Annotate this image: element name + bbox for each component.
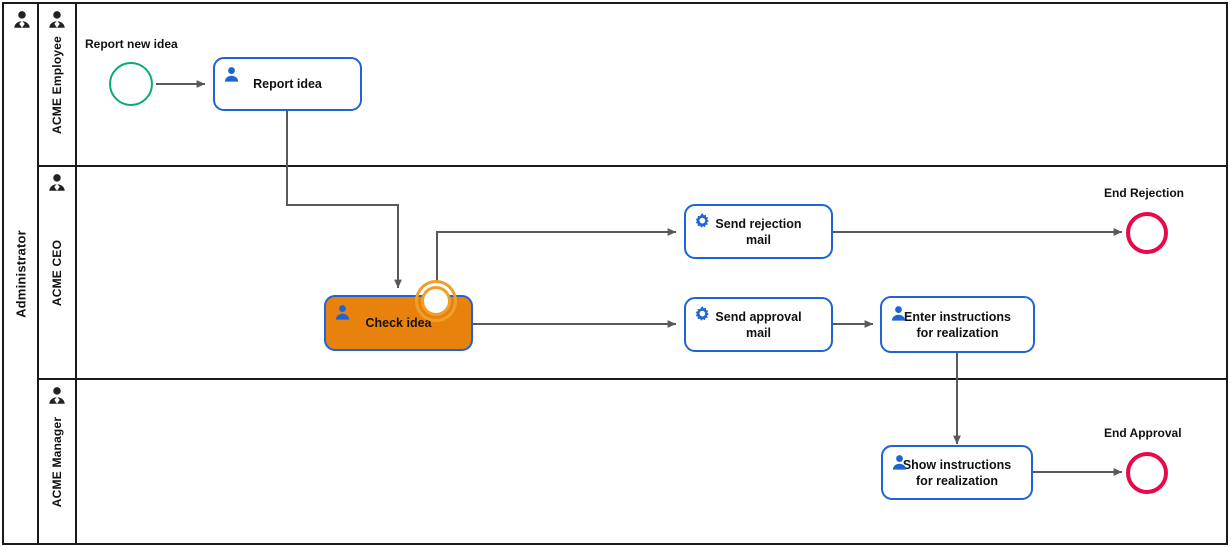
lane-acme-ceo[interactable]: ACME CEO <box>39 167 1226 380</box>
task-label-report-idea: Report idea <box>253 77 322 91</box>
participant-icon <box>49 387 65 404</box>
lane-header-acme-ceo[interactable]: ACME CEO <box>39 167 77 378</box>
end-event-end-approval[interactable] <box>1126 452 1168 494</box>
end-event-label-end-rejection: End Rejection <box>1104 186 1185 200</box>
lane-title-acme-ceo: ACME CEO <box>50 239 64 306</box>
participant-icon <box>14 11 30 28</box>
service-task-icon <box>695 213 709 228</box>
participant-icon <box>49 11 65 28</box>
start-event-report-new-idea[interactable] <box>109 62 153 106</box>
user-task-icon <box>892 455 907 470</box>
lane-acme-manager[interactable]: ACME Manager <box>39 380 1226 543</box>
boundary-event-inner-ring <box>421 286 451 316</box>
task-show-instructions-for-realization[interactable]: Show instructions for realization <box>881 445 1033 500</box>
lane-header-acme-manager[interactable]: ACME Manager <box>39 380 77 543</box>
lane-title-acme-manager: ACME Manager <box>50 416 64 507</box>
task-check-idea[interactable]: Check idea <box>324 295 473 351</box>
task-label-send-approval-mail: Send approval mail <box>715 309 802 340</box>
lane-acme-employee[interactable]: ACME Employee <box>39 4 1226 167</box>
end-event-label-end-approval: End Approval <box>1104 426 1182 440</box>
user-task-icon <box>335 305 350 320</box>
user-task-icon <box>224 67 239 82</box>
participant-icon <box>49 174 65 191</box>
task-send-approval-mail[interactable]: Send approval mail <box>684 297 833 352</box>
start-event-label-report-new-idea: Report new idea <box>85 37 178 51</box>
pool-title: Administrator <box>13 229 28 318</box>
task-label-send-rejection-mail: Send rejection mail <box>715 216 802 247</box>
task-enter-instructions-for-realization[interactable]: Enter instructions for realization <box>880 296 1035 353</box>
lane-header-acme-employee[interactable]: ACME Employee <box>39 4 77 165</box>
task-label-enter-instructions: Enter instructions for realization <box>904 309 1011 340</box>
task-label-show-instructions: Show instructions for realization <box>902 457 1012 488</box>
end-event-end-rejection[interactable] <box>1126 212 1168 254</box>
lane-title-acme-employee: ACME Employee <box>50 35 64 134</box>
task-report-idea[interactable]: Report idea <box>213 57 362 111</box>
pool-header-administrator[interactable]: Administrator <box>4 4 39 543</box>
user-task-icon <box>891 306 906 321</box>
service-task-icon <box>695 306 709 321</box>
task-send-rejection-mail[interactable]: Send rejection mail <box>684 204 833 259</box>
boundary-event-check-idea[interactable] <box>415 280 457 322</box>
